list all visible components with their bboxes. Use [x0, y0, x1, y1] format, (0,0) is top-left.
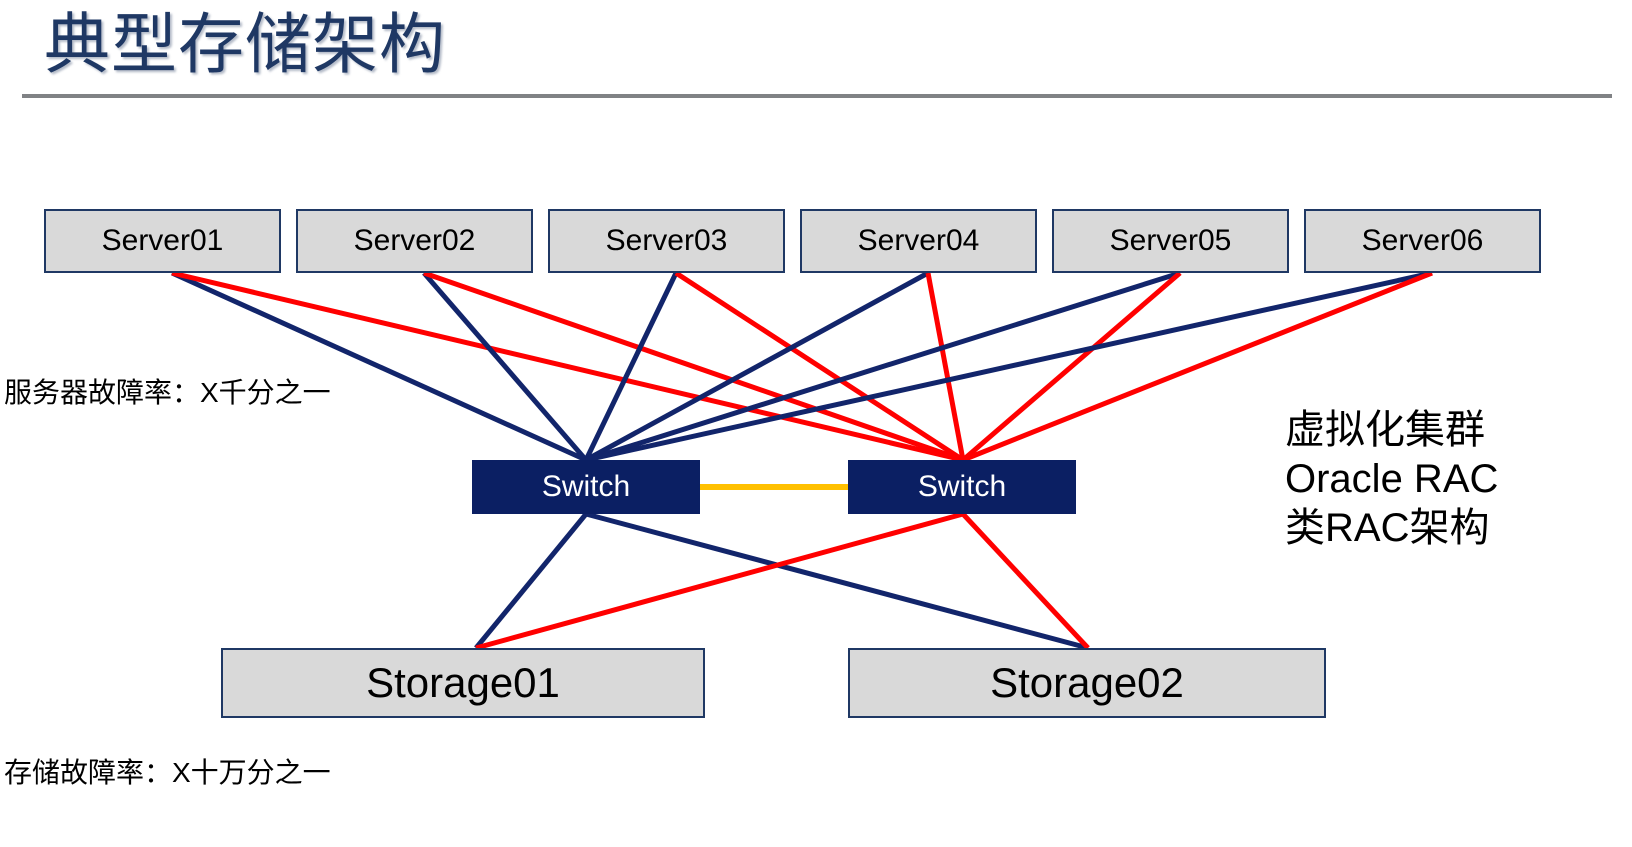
link-switchleft-to-storageleft [474, 512, 588, 650]
title-area: 典型存储架构 [0, 0, 1632, 100]
link-server1-to-switch2 [171, 270, 964, 463]
server-node-label: Server03 [605, 224, 728, 257]
switch-node-label: Switch [541, 470, 631, 503]
server-node-2[interactable]: Server02 [296, 209, 533, 273]
switch-to-storage-links [474, 511, 1090, 651]
server-node-4[interactable]: Server04 [800, 209, 1037, 273]
server-node-label: Server06 [1361, 224, 1484, 257]
link-server2-to-switch2 [423, 270, 964, 463]
cluster-annotation-line-1: 虚拟化集群 [1285, 408, 1485, 452]
storage-node-2[interactable]: Storage02 [848, 648, 1326, 718]
server-node-5[interactable]: Server05 [1052, 209, 1289, 273]
cluster-annotation-line-2: Oracle RAC [1285, 457, 1499, 501]
switch-node-1[interactable]: Switch [472, 460, 700, 514]
link-server2-to-switch1 [422, 271, 588, 462]
link-server4-to-switch2 [925, 272, 966, 461]
link-server3-to-switch1 [583, 271, 679, 462]
link-switchright-to-storageleft [475, 511, 964, 651]
link-server5-to-switch2 [961, 271, 1182, 462]
server-node-6[interactable]: Server06 [1304, 209, 1541, 273]
link-switchleft-to-storageright [585, 511, 1089, 651]
storage-node-1[interactable]: Storage01 [221, 648, 705, 718]
storage-failure-rate-note: 存储故障率：X十万分之一 [4, 757, 331, 788]
link-server5-to-switch1 [585, 270, 1181, 463]
link-server1-to-switch1 [170, 270, 588, 463]
link-server4-to-switch1 [584, 270, 930, 463]
storage-node-label: Storage01 [366, 659, 560, 706]
page-title: 典型存储架构 [44, 7, 446, 81]
server-node-label: Server04 [857, 224, 980, 257]
link-switchright-to-storageright [961, 512, 1090, 650]
server-node-label: Server02 [353, 224, 476, 257]
cluster-annotation: 虚拟化集群 Oracle RAC 类RAC架构 [1285, 406, 1498, 553]
server-node-label: Server01 [101, 224, 224, 257]
cluster-annotation-line-3: 类RAC架构 [1285, 506, 1490, 550]
storage-node-label: Storage02 [990, 659, 1184, 706]
server-node-label: Server05 [1109, 224, 1232, 257]
title-divider [22, 94, 1612, 98]
switch-node-2[interactable]: Switch [848, 460, 1076, 514]
server-node-1[interactable]: Server01 [44, 209, 281, 273]
server-to-switch-links [170, 270, 1433, 463]
link-server3-to-switch2 [674, 270, 965, 463]
server-node-3[interactable]: Server03 [548, 209, 785, 273]
server-failure-rate-note: 服务器故障率：X千分之一 [4, 377, 331, 408]
switch-node-label: Switch [917, 470, 1007, 503]
